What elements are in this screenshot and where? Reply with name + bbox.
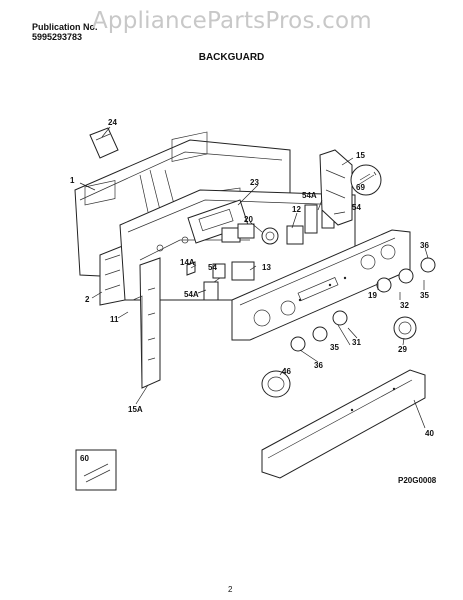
callout-35-left: 35: [330, 343, 339, 352]
callout-29: 29: [398, 345, 407, 354]
figure-code: P20G0008: [398, 476, 437, 485]
page-number: 2: [228, 585, 233, 594]
left-bracket: [99, 244, 126, 306]
callout-23: 23: [250, 178, 259, 187]
callout-35-right: 35: [420, 291, 429, 300]
callout-31: 31: [352, 338, 361, 347]
control-knobs: [290, 257, 436, 352]
callout-12: 12: [292, 205, 301, 214]
callout-11: 11: [110, 315, 119, 324]
screw-69: [350, 164, 382, 196]
callout-54-right: 54: [352, 203, 361, 212]
callout-36-left: 36: [314, 361, 323, 370]
callout-32: 32: [400, 301, 409, 310]
callout-54-left: 54: [208, 263, 217, 272]
trim-panel: [261, 369, 426, 479]
callout-46: 46: [282, 367, 291, 376]
callout-20: 20: [244, 215, 253, 224]
publication-number: 5995293783: [32, 32, 83, 42]
watermark: AppliancePartsPros.com: [92, 8, 372, 34]
callout-15: 15: [356, 151, 365, 160]
callout-labels: 1 2 11 12 13 14A 15 15A 19 20 23 24 29 3…: [70, 118, 434, 463]
leader-lines: [79, 126, 429, 429]
right-bracket: [319, 149, 353, 226]
callout-13: 13: [262, 263, 271, 272]
callout-36-right: 36: [420, 241, 429, 250]
callout-2: 2: [85, 295, 90, 304]
section-title: BACKGUARD: [198, 52, 265, 63]
publication-label: Publication No.: [32, 22, 98, 32]
left-end-bracket: [132, 257, 161, 389]
knob-46: [261, 370, 291, 398]
callout-54a-right: 54A: [302, 191, 317, 200]
rocker-switch: [89, 127, 119, 159]
callout-24: 24: [108, 118, 117, 127]
callout-60: 60: [80, 454, 89, 463]
callout-54a-left: 54A: [184, 290, 199, 299]
callout-40: 40: [425, 429, 434, 438]
callout-1: 1: [70, 176, 75, 185]
callout-14a: 14A: [180, 258, 195, 267]
screw-60: [75, 449, 117, 491]
callout-19: 19: [368, 291, 377, 300]
callout-69: 69: [356, 183, 365, 192]
callout-15a: 15A: [128, 405, 143, 414]
switch-cluster: [186, 199, 335, 301]
